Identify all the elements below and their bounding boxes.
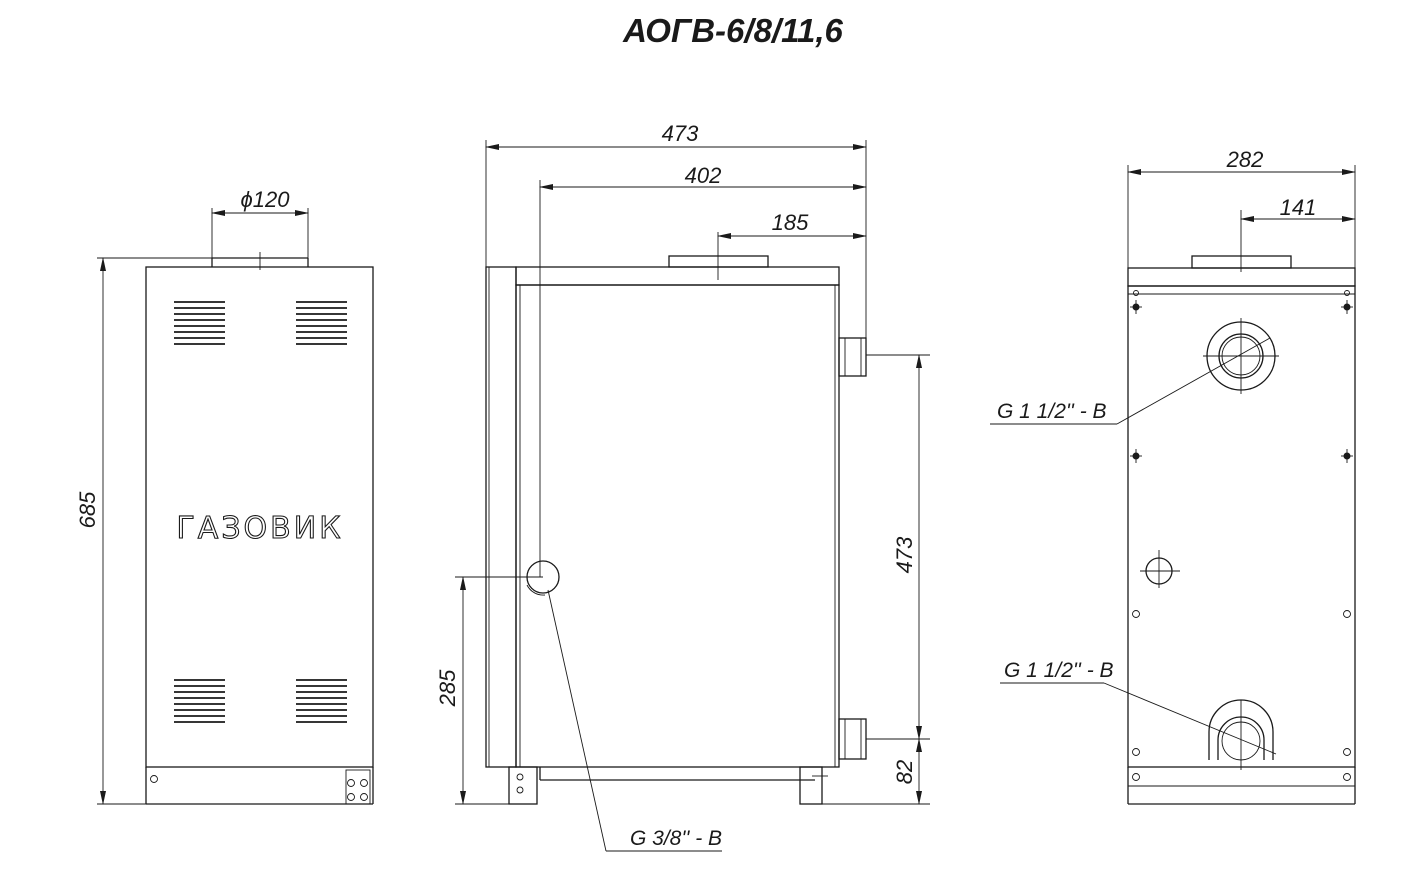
dim-lower-pipe-height: 82 bbox=[892, 760, 917, 784]
front-view: ГАЗОВИК ϕ120 685 bbox=[75, 187, 374, 805]
brand-logo: ГАЗОВИК bbox=[177, 511, 344, 546]
dim-body-depth: 402 bbox=[685, 163, 722, 188]
callout-upper-connection: G 1 1/2'' - B bbox=[997, 400, 1107, 423]
rear-view: 282 141 G 1 1/2'' - B G 1 1/2'' - B bbox=[990, 147, 1356, 805]
dim-flue-offset: 185 bbox=[772, 210, 809, 235]
dim-gas-inlet-height: 285 bbox=[435, 669, 460, 707]
dim-overall-depth: 473 bbox=[662, 121, 699, 146]
dim-rear-width: 282 bbox=[1226, 147, 1264, 172]
dim-rear-half-width: 141 bbox=[1280, 195, 1317, 220]
drawing-title: АОГВ-6/8/11,6 bbox=[622, 12, 843, 49]
side-view: 473 402 185 473 82 285 G 3/8'' - B bbox=[435, 121, 930, 852]
dim-flue-diameter: ϕ120 bbox=[241, 187, 291, 212]
callout-gas-connection: G 3/8'' - B bbox=[630, 827, 722, 850]
dim-overall-height: 685 bbox=[75, 491, 100, 528]
dim-pipe-spacing: 473 bbox=[892, 536, 917, 573]
callout-lower-connection: G 1 1/2'' - B bbox=[1004, 659, 1114, 682]
